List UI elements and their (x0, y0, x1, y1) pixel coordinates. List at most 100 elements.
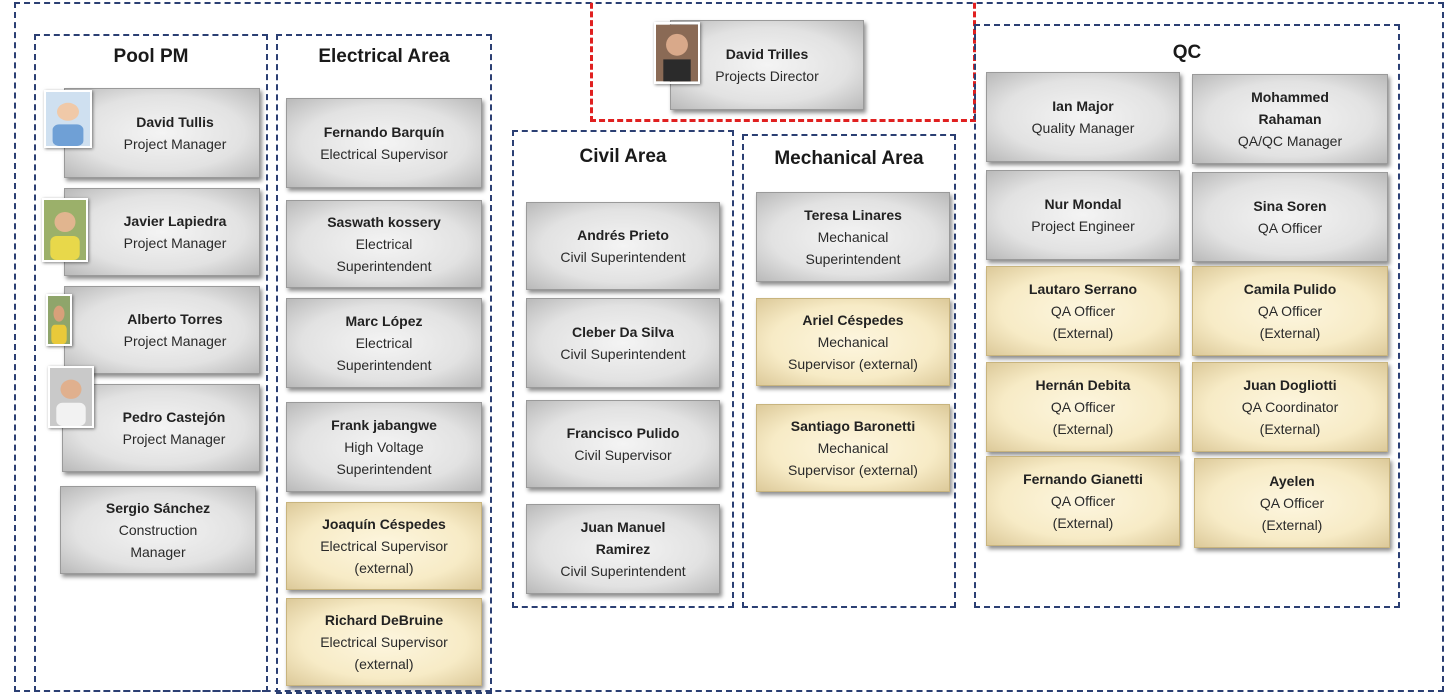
person-name-line2: Rahaman (1258, 111, 1322, 127)
person-name: Joaquín Céspedes (322, 516, 446, 532)
person-name: Richard DeBruine (324, 612, 444, 628)
person-role-line: Manager (130, 544, 186, 560)
person-card-hernan-debita[interactable]: Hernán Debita QA Officer (External) (986, 362, 1180, 452)
person-role-line: Electrical Supervisor (320, 538, 448, 554)
person-name: Hernán Debita (1035, 377, 1131, 393)
person-role-line: (external) (354, 560, 414, 576)
person-name: Sina Soren (1253, 198, 1327, 214)
person-role-line: Civil Supervisor (574, 447, 672, 463)
person-name: Saswath kossery (327, 214, 441, 230)
person-role-line: Civil Superintendent (560, 346, 686, 362)
civil-area-title: Civil Area (579, 146, 667, 167)
person-name: Mohammed (1251, 89, 1329, 105)
person-card-sina-soren[interactable]: Sina Soren QA Officer (1192, 172, 1388, 262)
person-name: Ayelen (1269, 473, 1315, 489)
person-role-line: High Voltage (344, 439, 424, 455)
person-role-line: (External) (1052, 325, 1114, 341)
person-name: Nur Mondal (1044, 196, 1122, 212)
person-name: Teresa Linares (804, 207, 902, 223)
person-role-line: Electrical Supervisor (320, 634, 448, 650)
person-role-line: Project Engineer (1031, 218, 1135, 234)
person-role-line: Superintendent (336, 461, 432, 477)
person-role-line: QA Officer (1050, 399, 1116, 415)
mechanical-area-title: Mechanical Area (774, 148, 924, 169)
person-role-line: Civil Superintendent (560, 249, 686, 265)
person-name: Camila Pulido (1243, 281, 1337, 297)
person-role-line: Project Manager (123, 235, 227, 251)
person-name: Ian Major (1052, 98, 1114, 114)
person-name: Santiago Baronetti (790, 418, 916, 434)
person-name: Lautaro Serrano (1028, 281, 1138, 297)
person-card-ayelen[interactable]: Ayelen QA Officer (External) (1194, 458, 1390, 548)
person-role-line: Supervisor (external) (788, 462, 918, 478)
director-role: Projects Director (715, 68, 819, 84)
person-role-line: QA/QC Manager (1237, 133, 1343, 149)
person-role-line: Civil Superintendent (560, 563, 686, 579)
person-role-line: Mechanical (817, 334, 889, 350)
person-photo-icon (44, 90, 92, 148)
person-name: Andrés Prieto (577, 227, 669, 243)
person-name: Juan Manuel (580, 519, 666, 535)
person-name: Frank jabangwe (331, 417, 437, 433)
person-name: Javier Lapiedra (123, 213, 227, 229)
person-role-line: (External) (1052, 421, 1114, 437)
director-name: David Trilles (725, 46, 809, 62)
person-role-line: Superintendent (336, 357, 432, 373)
director-card[interactable]: David Trilles Projects Director (670, 20, 864, 110)
director-avatar-icon (654, 22, 700, 84)
person-name: Ariel Céspedes (802, 312, 904, 328)
person-name: Sergio Sánchez (105, 500, 211, 516)
mechanical-area-frame (742, 134, 956, 608)
person-role-line: Project Manager (122, 431, 226, 447)
person-name: Juan Dogliotti (1243, 377, 1337, 393)
person-role-line: Superintendent (336, 258, 432, 274)
person-role-line: Mechanical (817, 229, 889, 245)
person-role-line: (External) (1052, 515, 1114, 531)
person-role-line: QA Officer (1050, 493, 1116, 509)
person-role-line: QA Officer (1257, 303, 1323, 319)
person-role-line: Construction (118, 522, 198, 538)
electrical-area-frame (276, 34, 492, 694)
person-photo-icon (42, 198, 88, 262)
person-name: Fernando Barquín (323, 124, 445, 140)
person-role-line: QA Coordinator (1241, 399, 1339, 415)
person-name: Alberto Torres (127, 311, 223, 327)
person-role-line: (External) (1261, 517, 1323, 533)
person-role-line: Superintendent (805, 251, 901, 267)
electrical-area-title: Electrical Area (318, 46, 450, 67)
person-role-line: Electrical (355, 236, 413, 252)
person-role-line: Project Manager (123, 136, 227, 152)
person-photo-icon (46, 294, 72, 346)
person-role-line: Supervisor (external) (788, 356, 918, 372)
person-name: Marc López (345, 313, 423, 329)
pool-pm-title: Pool PM (113, 46, 189, 67)
person-card-lautaro-serrano[interactable]: Lautaro Serrano QA Officer (External) (986, 266, 1180, 356)
person-role-line: QA Officer (1050, 303, 1116, 319)
person-role-line: QA Officer (1257, 220, 1323, 236)
person-role-line: QA Officer (1259, 495, 1325, 511)
